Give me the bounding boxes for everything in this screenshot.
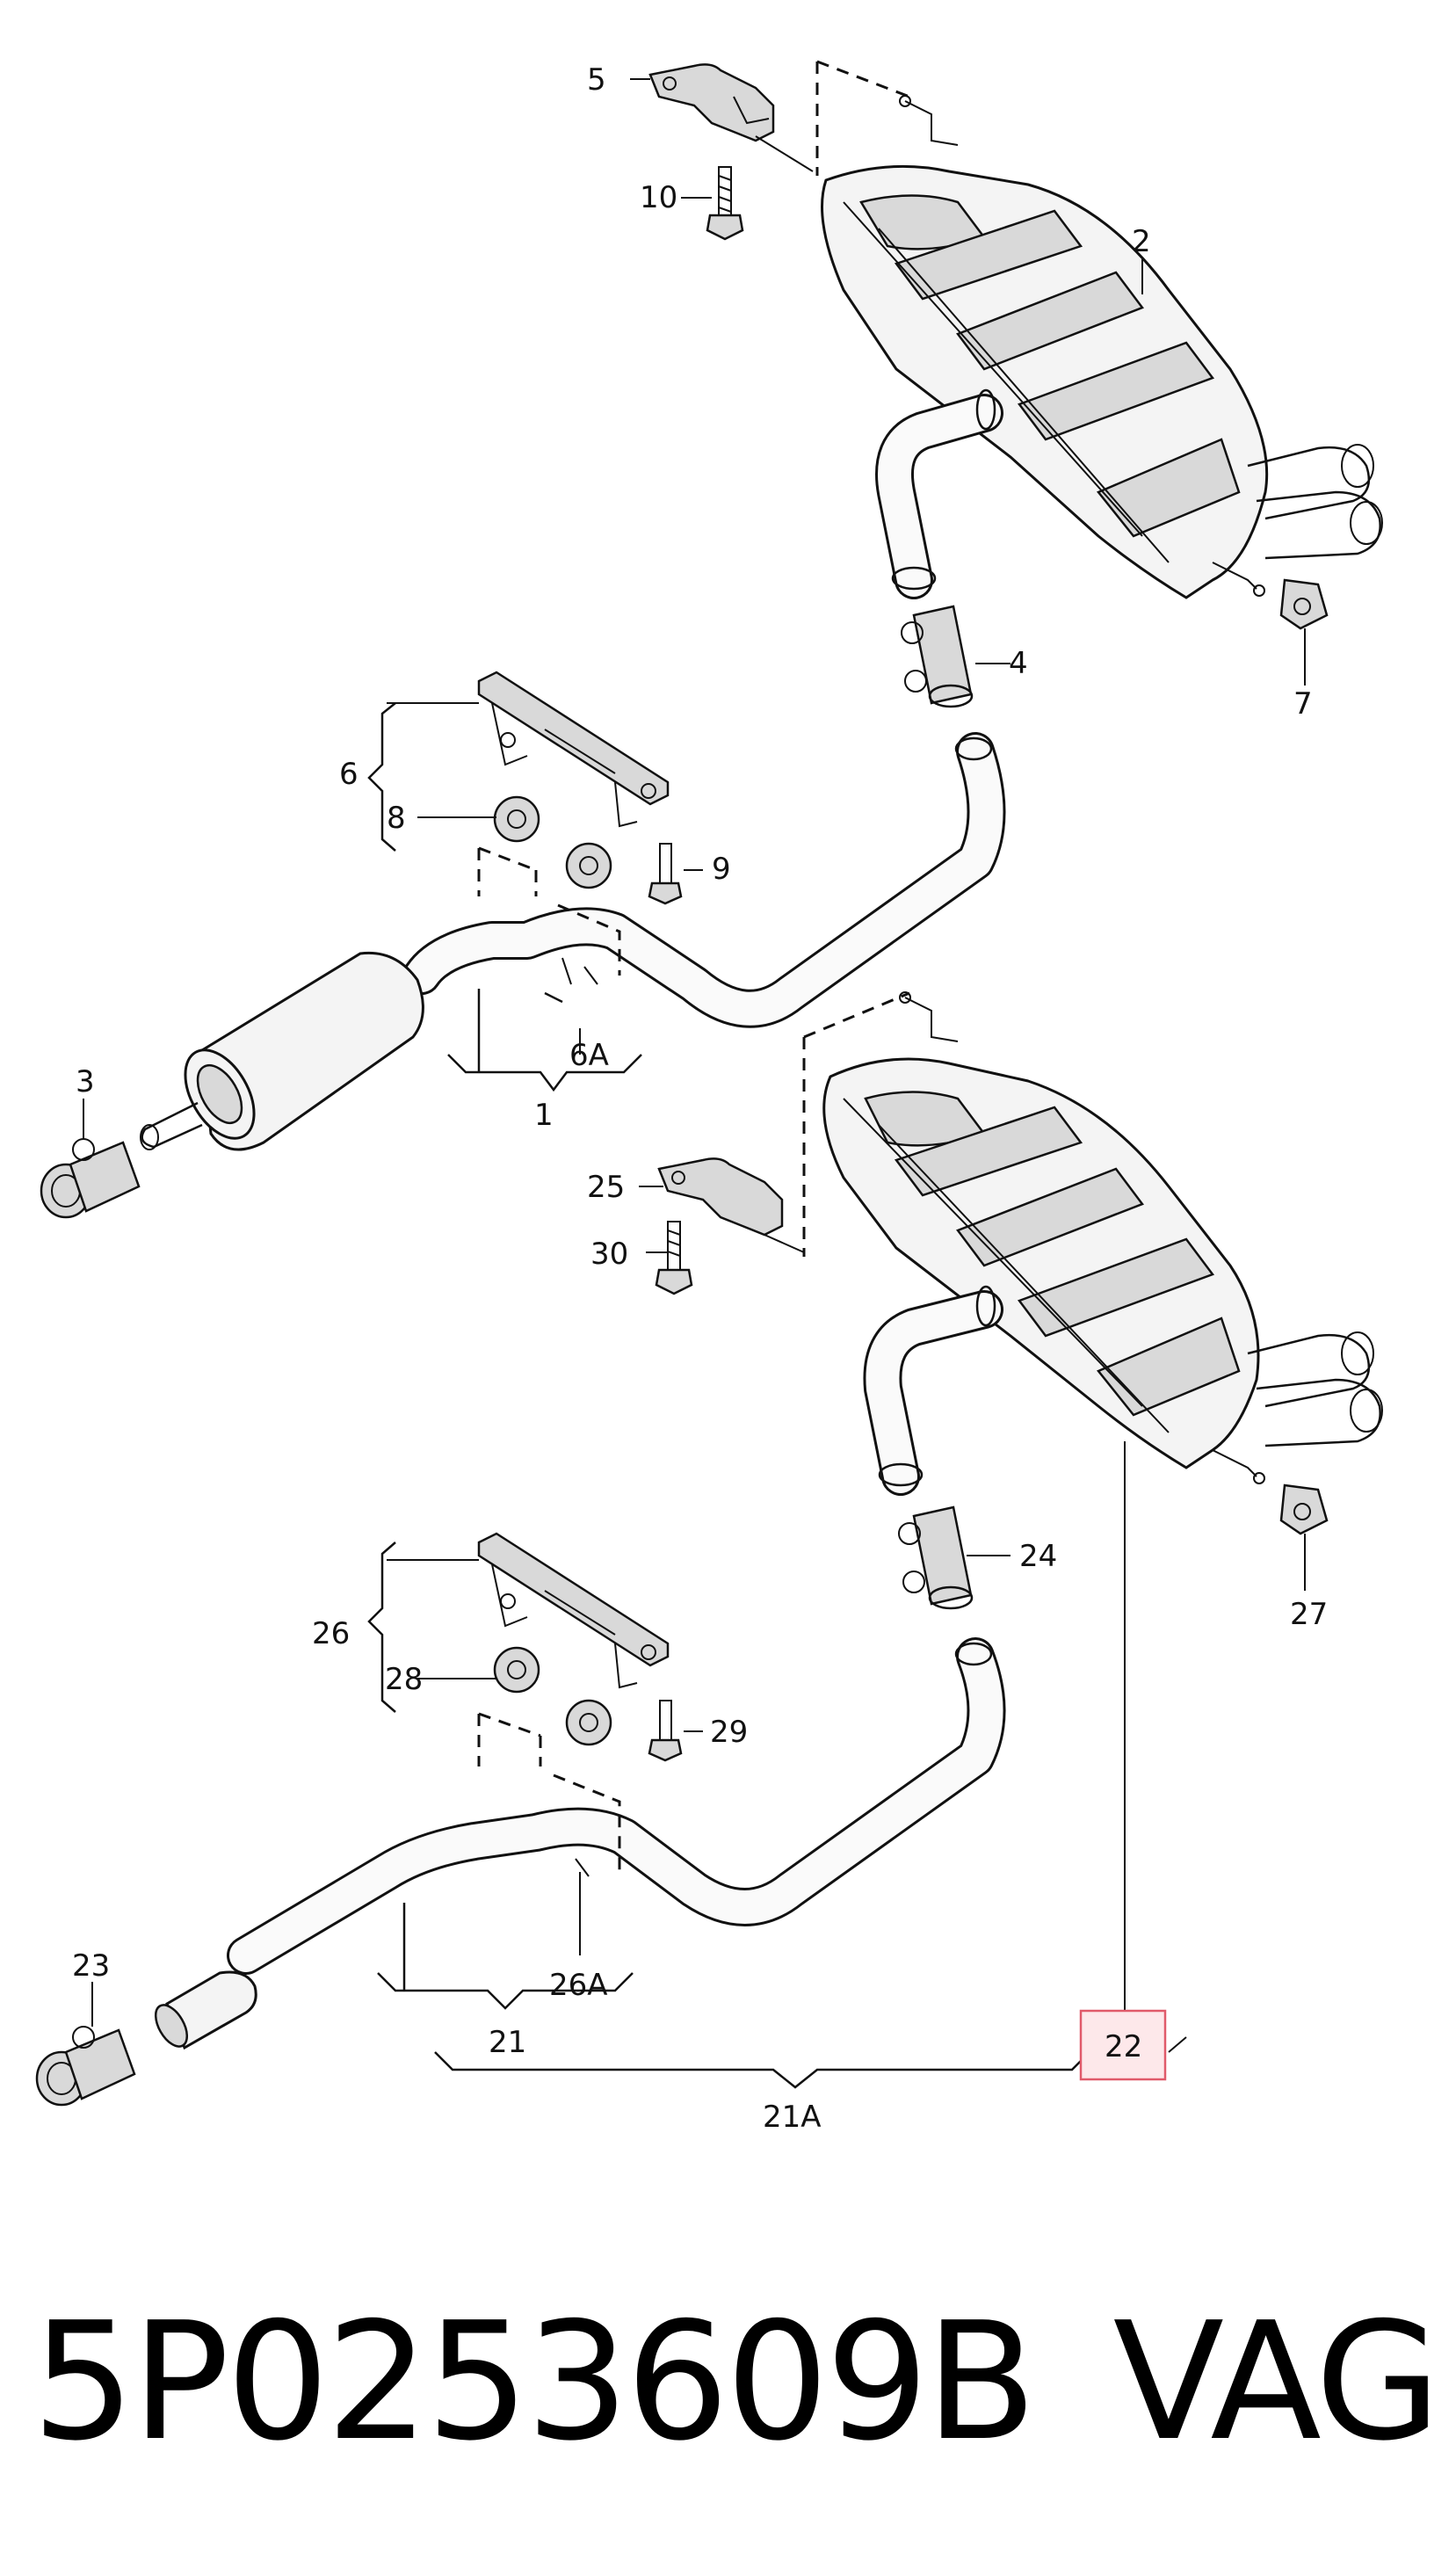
callout-29: 29 bbox=[710, 1715, 748, 1750]
callout-25: 25 bbox=[587, 1170, 625, 1205]
clamp-front-lower bbox=[35, 2026, 136, 2107]
rear-silencer-inlet-pipe-lower bbox=[863, 1285, 1003, 1496]
callout-27: 27 bbox=[1290, 1597, 1328, 1632]
callout-6: 6 bbox=[339, 757, 359, 792]
callout-26a: 26A bbox=[549, 1968, 608, 2003]
bracket-upper bbox=[648, 63, 775, 142]
rear-silencer-inlet-pipe-upper bbox=[875, 388, 1003, 599]
callout-21a: 21A bbox=[763, 2100, 822, 2135]
callout-24: 24 bbox=[1019, 1539, 1057, 1574]
exhaust-system-diagram: 5 10 2 4 7 6 8 9 6A 1 3 25 30 24 27 26 2… bbox=[35, 60, 1383, 2135]
rubber-mount-upper-1 bbox=[493, 795, 540, 843]
callout-2: 2 bbox=[1132, 224, 1151, 259]
callout-4: 4 bbox=[1009, 646, 1028, 681]
mounting-bracket-upper bbox=[477, 671, 670, 828]
callout-1: 1 bbox=[534, 1098, 554, 1133]
callout-30: 30 bbox=[590, 1237, 628, 1272]
callout-22-highlight bbox=[1079, 2009, 1167, 2081]
clamp-front-upper bbox=[40, 1138, 141, 1219]
mounting-bracket-lower bbox=[477, 1532, 670, 1689]
callout-8: 8 bbox=[387, 801, 406, 836]
callout-28: 28 bbox=[385, 1662, 423, 1697]
callout-22: 22 bbox=[1105, 2029, 1142, 2064]
callout-10: 10 bbox=[640, 180, 677, 215]
middle-silencer-pipe-upper bbox=[140, 732, 1006, 1151]
bolt-upper bbox=[706, 166, 744, 241]
rubber-mount-lower-2 bbox=[565, 1699, 612, 1746]
rubber-hanger-upper-rear bbox=[1279, 578, 1329, 630]
callout-7: 7 bbox=[1293, 686, 1313, 722]
brand-name: VAG bbox=[1112, 2287, 1441, 2477]
callout-26: 26 bbox=[312, 1616, 350, 1651]
rubber-mount-lower-1 bbox=[493, 1646, 540, 1694]
bolt-lower bbox=[655, 1221, 693, 1295]
callout-3: 3 bbox=[76, 1064, 95, 1099]
rear-silencer-lower bbox=[822, 991, 1383, 1484]
callout-6a: 6A bbox=[569, 1038, 609, 1073]
callout-21: 21 bbox=[489, 2025, 526, 2060]
callout-5: 5 bbox=[587, 62, 606, 98]
clamp-lower bbox=[898, 1505, 974, 1610]
bracket-lower bbox=[657, 1157, 784, 1237]
clamp-upper bbox=[901, 605, 974, 708]
rubber-hanger-lower-rear bbox=[1279, 1483, 1329, 1535]
bolt-mount-lower bbox=[648, 1700, 683, 1762]
rubber-mount-upper-2 bbox=[565, 842, 612, 889]
callout-9: 9 bbox=[712, 852, 731, 887]
part-number: 5P0253609B bbox=[32, 2287, 1037, 2477]
callout-23: 23 bbox=[72, 1948, 110, 1984]
front-pipe-lower bbox=[154, 1637, 1006, 2050]
bolt-mount-upper bbox=[648, 843, 683, 905]
part-caption: 5P0253609B VAG bbox=[32, 2287, 1441, 2477]
rear-silencer-upper bbox=[821, 95, 1383, 599]
